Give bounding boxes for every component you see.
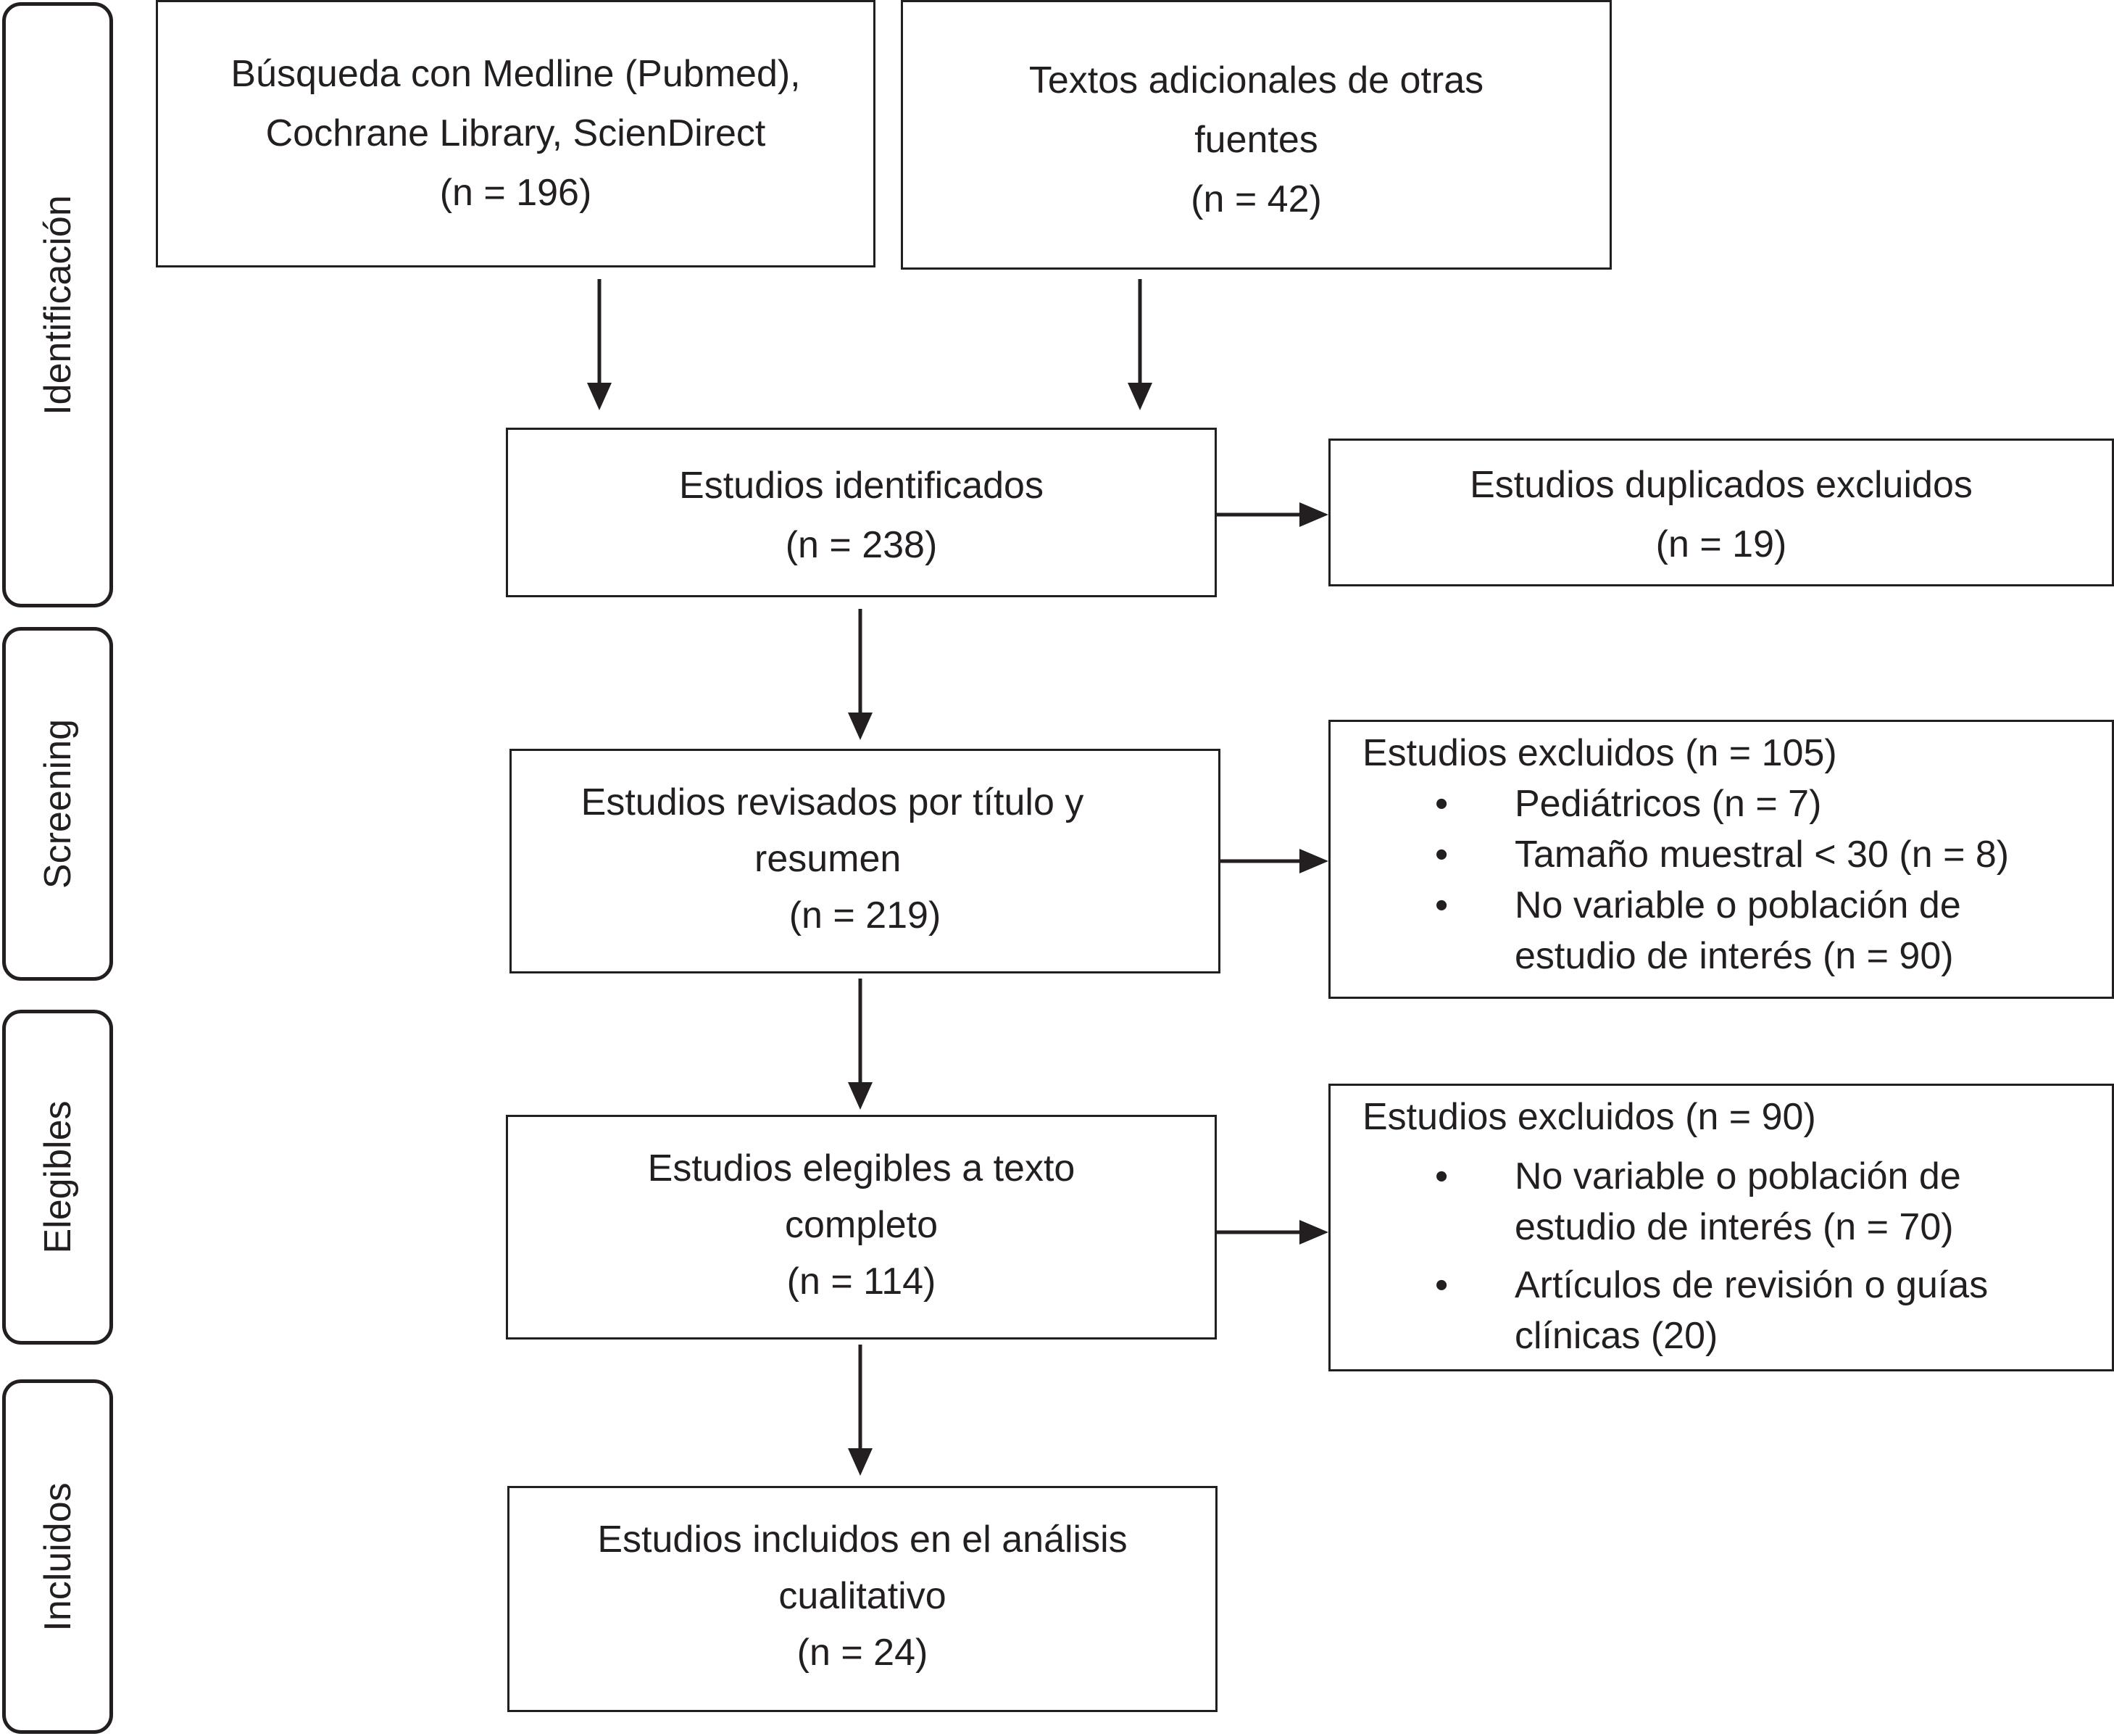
box-count: (n = 196) [439, 172, 592, 214]
arrow-other-to-identified [1128, 279, 1152, 410]
exclusion-item: • No variable o población de estudio de … [1362, 880, 2105, 981]
bullet-icon: • [1435, 1155, 1449, 1197]
phase-elegibles: Elegibles [2, 1010, 113, 1345]
box-count: (n = 114) [786, 1261, 936, 1303]
database-search-box: Búsqueda con Medline (Pubmed), Cochrane … [156, 0, 875, 267]
arrow-search-to-identified [587, 279, 612, 410]
arrow-eligible-to-exclusions [1217, 1220, 1328, 1245]
exclusion-line: clínicas (20) [1515, 1315, 1718, 1357]
exclusion-line: No variable o población de [1515, 884, 1961, 926]
box-line: Estudios duplicados excluidos [1470, 464, 1973, 506]
box-line: Textos adicionales de otras [1028, 59, 1484, 101]
box-line: resumen [754, 838, 902, 880]
included-studies-box: Estudios incluidos en el análisis cualit… [507, 1486, 1218, 1712]
phase-incluidos: Incluidos [2, 1379, 113, 1734]
box-count: (n = 42) [1191, 178, 1322, 220]
phase-identificacion: Identificación [2, 2, 113, 607]
exclusion-line: Pediátricos (n = 7) [1515, 783, 1822, 825]
exclusion-line: estudio de interés (n = 90) [1515, 935, 1954, 977]
bullet-icon: • [1435, 1264, 1449, 1306]
box-line: Estudios elegibles a texto [647, 1147, 1075, 1189]
eligibility-exclusions-box: Estudios excluidos (n = 90) • No variabl… [1328, 1084, 2114, 1371]
box-line: completo [785, 1204, 938, 1246]
identified-studies-box: Estudios identificados (n = 238) [506, 428, 1217, 597]
exclusion-item: • Tamaño muestral < 30 (n = 8) [1362, 829, 2105, 880]
exclusions-list: • No variable o población de estudio de … [1362, 1151, 2105, 1361]
exclusions-heading: Estudios excluidos (n = 105) [1362, 732, 1837, 774]
box-count: (n = 19) [1655, 523, 1787, 565]
box-line: Estudios revisados por título y [580, 781, 1084, 823]
other-sources-box: Textos adicionales de otras fuentes (n =… [901, 0, 1612, 270]
bullet-icon: • [1435, 783, 1449, 825]
exclusion-line: estudio de interés (n = 70) [1515, 1206, 1954, 1248]
screening-exclusions-box: Estudios excluidos (n = 105) • Pediátric… [1328, 720, 2114, 999]
box-line: Cochrane Library, ScienDirect [265, 112, 766, 154]
exclusion-item: • Artículos de revisión o guías clínicas… [1362, 1260, 2105, 1361]
exclusion-line: Artículos de revisión o guías [1515, 1264, 1989, 1306]
box-line: Estudios incluidos en el análisis [597, 1519, 1128, 1561]
box-count: (n = 219) [788, 894, 941, 936]
arrow-screened-to-eligible [848, 979, 873, 1110]
exclusion-item: • Pediátricos (n = 7) [1362, 778, 2105, 829]
arrow-eligible-to-included [848, 1345, 873, 1476]
bullet-icon: • [1435, 834, 1449, 876]
arrow-screened-to-exclusions [1220, 849, 1328, 873]
exclusions-heading: Estudios excluidos (n = 90) [1362, 1096, 1816, 1138]
bullet-icon: • [1435, 884, 1449, 926]
screened-studies-box: Estudios revisados por título y resumen … [509, 749, 1220, 973]
box-count: (n = 24) [796, 1632, 928, 1674]
box-line: cualitativo [778, 1575, 946, 1617]
arrow-identified-to-screened [848, 609, 873, 740]
box-line: Búsqueda con Medline (Pubmed), [230, 53, 801, 95]
duplicates-excluded-box: Estudios duplicados excluidos (n = 19) [1328, 439, 2114, 586]
box-line: fuentes [1194, 119, 1318, 161]
exclusion-line: No variable o población de [1515, 1155, 1961, 1197]
exclusions-list: • Pediátricos (n = 7) • Tamaño muestral … [1362, 778, 2105, 981]
exclusion-line: Tamaño muestral < 30 (n = 8) [1515, 834, 2010, 876]
box-count: (n = 238) [785, 524, 938, 566]
box-line: Estudios identificados [679, 465, 1044, 507]
phase-screening: Screening [2, 627, 113, 981]
exclusion-item: • No variable o población de estudio de … [1362, 1151, 2105, 1253]
arrow-identified-to-duplicates [1217, 502, 1328, 527]
eligible-studies-box: Estudios elegibles a texto completo (n =… [506, 1115, 1217, 1340]
